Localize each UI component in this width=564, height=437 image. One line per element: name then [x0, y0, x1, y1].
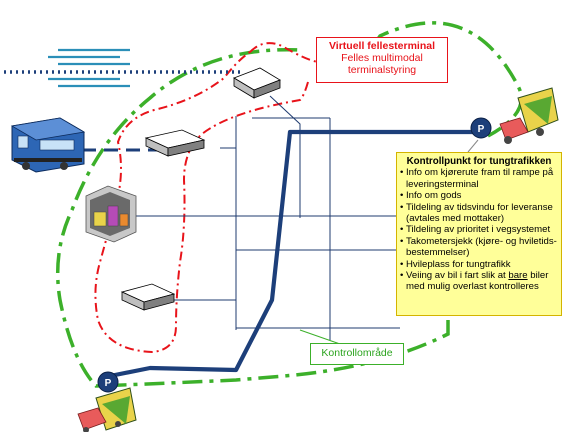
checkpoint-item-weighing: Veiing av bil i fart slik at bare biler … [400, 270, 557, 293]
train-icon [10, 117, 86, 173]
parking-marker-top: P [470, 117, 492, 139]
truck-icon-bottom [77, 387, 137, 433]
control-area-callout: Kontrollområde [310, 343, 404, 365]
info-box-connector [467, 139, 479, 153]
network-lines [130, 95, 420, 340]
checkpoint-item: Info om gods [400, 190, 557, 202]
checkpoint-item: Tildeling av tidsvindu for leveranse (av… [400, 202, 557, 225]
terminal-box-top [233, 67, 281, 99]
virtual-terminal-boundary [94, 42, 319, 354]
truck-icon-top [499, 87, 559, 144]
ship-icon [48, 48, 130, 88]
virtual-terminal-callout: Virtuell fellesterminal Felles multimoda… [316, 37, 448, 83]
checkpoint-item: Tildeling av prioritet i vegsystemet [400, 224, 557, 236]
checkpoint-list: Info om kjørerute fram til rampe på leve… [400, 167, 557, 293]
checkpoint-item: Info om kjørerute fram til rampe på leve… [400, 167, 557, 190]
virtual-terminal-title: Virtuell fellesterminal [328, 40, 435, 52]
parking-marker-top-label: P [478, 124, 485, 135]
weighing-text-end: biler med mulig overlast kontrolleres [406, 270, 549, 293]
road-line [109, 129, 487, 379]
checkpoint-info-box: Kontrollpunkt for tungtrafikken Info om … [396, 152, 562, 316]
control-area-connector [299, 329, 341, 345]
checkpoint-item: Takometersjekk (kjøre- og hviletids-best… [400, 236, 557, 259]
virtual-terminal-subtitle: Felles multimodal terminalstyring [341, 52, 423, 76]
control-area-boundary [55, 21, 524, 388]
terminal-box-bottom [120, 283, 176, 311]
weighing-text-start: Veiing av bil i fart slik at [406, 270, 509, 282]
terminal-box-middle [144, 129, 206, 157]
parking-marker-bottom: P [97, 371, 119, 393]
weighing-text-underlined: bare [508, 270, 528, 282]
checkpoint-item: Hvileplass for tungtrafikk [400, 259, 557, 271]
parking-marker-bottom-label: P [105, 378, 112, 389]
warehouse-icon [85, 185, 137, 243]
checkpoint-title: Kontrollpunkt for tungtrafikken [406, 156, 552, 167]
